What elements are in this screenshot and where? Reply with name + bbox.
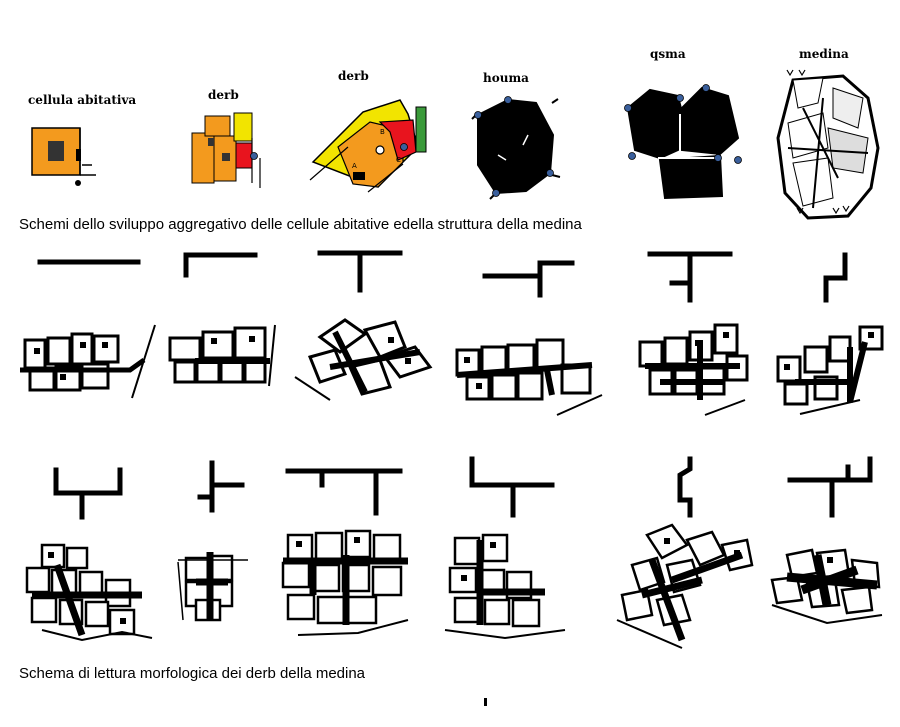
label-qsma: qsma xyxy=(650,47,686,61)
qsma-diagram xyxy=(624,84,742,200)
tick-mark xyxy=(484,698,487,706)
medina-diagram xyxy=(776,69,880,220)
scheme-2-5 xyxy=(677,456,693,518)
scheme-2-6 xyxy=(787,456,873,518)
scheme-2-4 xyxy=(469,456,555,518)
houma-diagram xyxy=(471,96,561,200)
scheme-row-2 xyxy=(53,456,873,520)
plan-1-6 xyxy=(776,325,884,415)
caption-bottom: Schema di lettura morfologica dei derb d… xyxy=(19,665,366,682)
label-derb-large: derb xyxy=(338,69,369,83)
plan-1-1 xyxy=(20,324,156,399)
scheme-1-3 xyxy=(317,250,403,293)
plan-2-1 xyxy=(25,543,153,642)
scheme-1-2 xyxy=(183,252,258,278)
plan-2-3 xyxy=(281,529,409,636)
plan-2-4 xyxy=(444,533,566,640)
cellula-abitativa-diagram xyxy=(31,127,96,186)
letter-a: A xyxy=(352,162,357,170)
label-derb-small: derb xyxy=(208,88,239,102)
label-medina: medina xyxy=(799,47,849,61)
scheme-row-1 xyxy=(37,250,848,303)
plan-1-4 xyxy=(455,338,603,416)
plan-1-3 xyxy=(294,318,433,401)
letter-c: C xyxy=(396,156,401,164)
scheme-1-6 xyxy=(823,252,848,303)
scheme-1-5 xyxy=(647,251,733,303)
scheme-1-4 xyxy=(482,260,575,298)
plan-2-2 xyxy=(177,552,248,622)
letter-b: B xyxy=(380,128,385,136)
caption-top: Schemi dello sviluppo aggregativo delle … xyxy=(19,216,582,233)
scheme-2-1 xyxy=(53,467,123,520)
scheme-2-3 xyxy=(285,468,403,516)
label-cellula-abitativa: cellula abitativa xyxy=(28,93,137,107)
derb-large-diagram: B A C xyxy=(309,99,427,193)
plan-2-6 xyxy=(770,548,883,625)
scheme-2-2 xyxy=(197,460,245,513)
label-houma: houma xyxy=(483,71,529,85)
plan-1-2 xyxy=(168,324,276,387)
derb-small-diagram xyxy=(191,112,261,188)
plan-2-5 xyxy=(616,523,754,649)
plan-1-5 xyxy=(638,323,749,416)
